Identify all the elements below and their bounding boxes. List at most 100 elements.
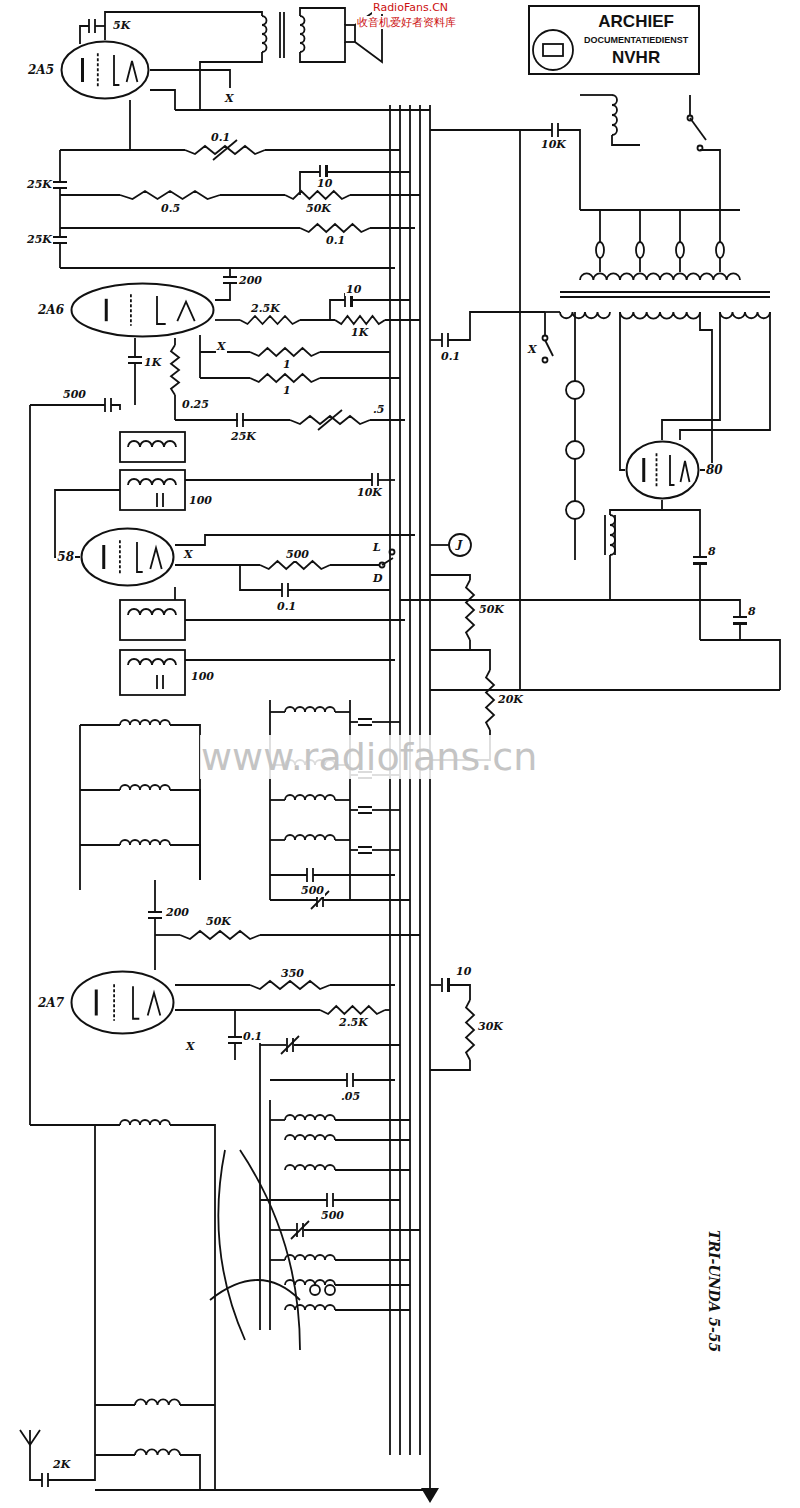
wire [430, 1060, 470, 1070]
wire [150, 90, 175, 110]
gap [363, 808, 367, 812]
wire [60, 149, 185, 151]
wire [419, 105, 421, 1455]
wire [60, 194, 120, 196]
switch-blade [690, 118, 706, 140]
value-label: 25K [26, 178, 53, 191]
wire [200, 377, 250, 379]
wire [399, 105, 401, 1455]
value-label: 2K [52, 1458, 71, 1471]
wire [430, 339, 442, 341]
tube-plate [642, 458, 645, 482]
capacitor-symbol [228, 1037, 242, 1043]
stamp-text: DOCUMENTATIEDIENST [584, 33, 688, 47]
value-label: 0.1 [440, 350, 461, 363]
lamp-symbol [566, 381, 584, 399]
wire [639, 258, 641, 272]
gap [443, 338, 447, 342]
vacuum-tube: 2A5 [60, 40, 150, 100]
model-caption: TRI-UNDA 5-55 [706, 1230, 722, 1352]
wire [335, 1309, 410, 1311]
tube-type: 58 [56, 550, 75, 564]
tube-heater [127, 61, 138, 82]
switch-contact [390, 550, 395, 555]
wire [105, 12, 262, 40]
tube-envelope [70, 970, 175, 1035]
value-label: 2.5K [338, 1016, 369, 1029]
wire [679, 258, 681, 272]
value-label: 350 [280, 967, 305, 980]
if-can [120, 470, 185, 510]
wire [352, 299, 410, 301]
wire [545, 311, 560, 313]
coil-symbol [135, 1399, 180, 1405]
switch-contact [543, 336, 548, 341]
resistor-symbol [486, 670, 494, 730]
tube-cathode [133, 986, 139, 1019]
coil-symbol [128, 659, 176, 665]
wire [335, 839, 350, 841]
wire [350, 194, 420, 196]
gap [443, 983, 447, 987]
wire [469, 640, 471, 650]
wire [259, 1030, 261, 1330]
archive-stamp: ARCHIEFDOCUMENTATIEDIENSTNVHR [528, 5, 700, 75]
wire [260, 934, 420, 936]
wire [370, 419, 405, 421]
wire [330, 984, 395, 986]
wire [719, 258, 721, 272]
wire [175, 984, 250, 986]
tube-type: 2A6 [37, 303, 65, 317]
vacuum-tube: 2A6 [70, 282, 215, 338]
tube-outline [82, 529, 174, 586]
gap [373, 478, 377, 482]
coil-symbol [285, 1135, 335, 1140]
value-label: J [456, 538, 463, 551]
value-label: 500 [285, 548, 310, 561]
tube-cathode [670, 455, 675, 485]
wire [260, 1199, 327, 1201]
resistor-symbol [335, 316, 385, 324]
gap [238, 418, 242, 422]
coil-symbol [300, 16, 305, 52]
wire [350, 721, 358, 723]
wire [335, 799, 350, 801]
speaker-cone [355, 6, 382, 62]
value-label: 200 [165, 906, 190, 919]
wire [385, 1009, 390, 1011]
wire [240, 565, 282, 590]
wire [430, 129, 552, 131]
wire [574, 519, 576, 560]
capacitor-symbol [157, 675, 163, 689]
capacitor-symbol [89, 19, 95, 33]
resistor-symbol [320, 1006, 385, 1014]
value-label: 10 [316, 177, 333, 190]
capacitor-symbol [148, 912, 162, 918]
wire [409, 105, 411, 1455]
wire [175, 1009, 320, 1011]
stamp-text: NVHR [584, 47, 688, 69]
capacitor-symbol [237, 413, 243, 427]
tube-grid [656, 453, 658, 487]
value-label: 50K [205, 915, 232, 928]
lamp-symbol [310, 1285, 320, 1295]
tube-grid [119, 540, 121, 574]
wire [313, 874, 395, 876]
wire [719, 210, 721, 242]
wire [519, 130, 521, 690]
coil-symbol [120, 785, 170, 790]
wire [80, 844, 120, 846]
gap [363, 720, 367, 724]
wire [320, 377, 400, 379]
wire [599, 258, 601, 272]
coil-symbol [285, 707, 335, 712]
wire [79, 725, 81, 890]
capacitor-symbol [442, 333, 448, 347]
resistor-symbol [300, 224, 370, 232]
wire [680, 312, 770, 440]
value-label: X [185, 1040, 196, 1053]
wire [323, 899, 410, 901]
value-label: 1 [282, 384, 292, 397]
if-can [120, 600, 185, 640]
coil-symbol [285, 1280, 335, 1285]
